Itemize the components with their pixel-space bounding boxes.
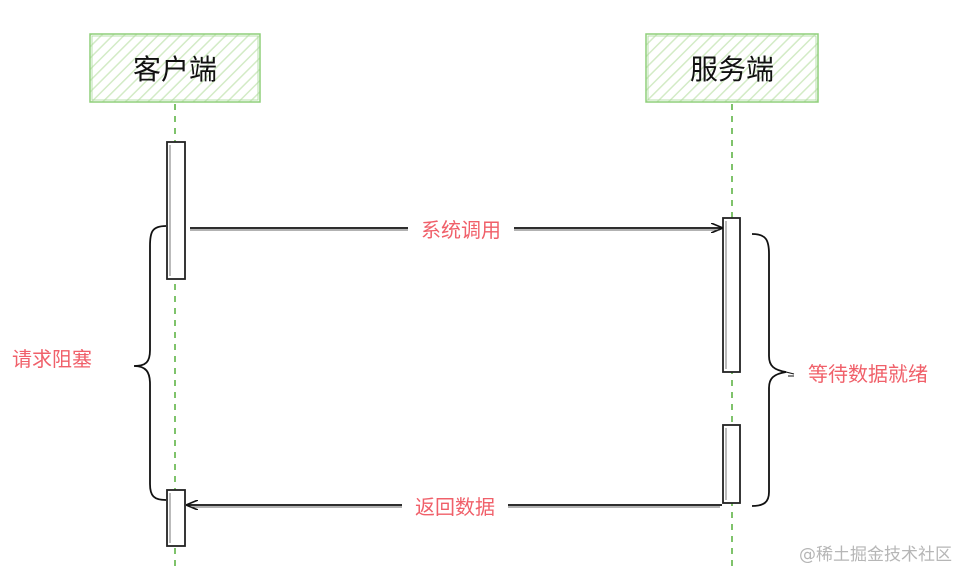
client-block-note: 请求阻塞 xyxy=(12,347,92,371)
watermark: @稀土掘金技术社区 xyxy=(799,545,952,565)
server-actor-box: 服务端 xyxy=(645,33,819,103)
client-actor-box: 客户端 xyxy=(89,33,261,103)
client-block-brace xyxy=(133,225,167,501)
server-actor-label: 服务端 xyxy=(690,53,774,86)
client-activation-top xyxy=(166,141,186,280)
server-wait-note: 等待数据就绪 xyxy=(808,362,928,386)
client-actor-label: 客户端 xyxy=(133,53,217,86)
client-activation-bottom xyxy=(166,489,186,547)
server-activation-bottom xyxy=(722,424,741,504)
server-wait-brace xyxy=(751,233,787,507)
server-activation-top xyxy=(722,217,741,373)
request-message-label: 系统调用 xyxy=(421,218,501,242)
response-message-label: 返回数据 xyxy=(415,495,495,519)
